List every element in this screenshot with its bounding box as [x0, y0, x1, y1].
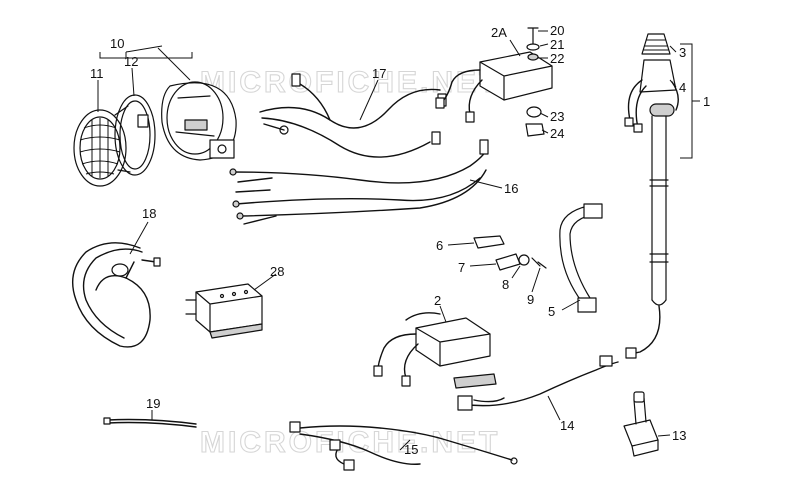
wiring-harness-15: [289, 421, 518, 471]
leader-17: [359, 79, 379, 121]
callout-11: 11: [90, 66, 104, 81]
screw-9: [531, 257, 547, 269]
callout-21: 21: [550, 37, 564, 52]
nut-24: [525, 123, 545, 137]
callout-24: 24: [550, 126, 564, 141]
leader-15: [399, 439, 411, 451]
switch-assembly: [624, 33, 679, 359]
leader-8: [511, 265, 521, 279]
callout-8: 8: [502, 277, 509, 292]
callout-6: 6: [436, 238, 443, 253]
watermark-bottom: MICROFICHE.NET: [200, 426, 500, 459]
leader-6: [447, 242, 475, 246]
bracket-1: [680, 43, 700, 159]
callout-16: 16: [504, 181, 518, 196]
callout-20: 20: [550, 23, 564, 38]
callout-22: 22: [550, 51, 564, 66]
wiring-harness-16: [229, 139, 489, 225]
callout-9: 9: [527, 292, 534, 307]
callout-13: 13: [672, 428, 686, 443]
cable-14: [457, 355, 619, 411]
callout-10: 10: [110, 36, 124, 51]
washer-21: [526, 43, 540, 51]
callout-3: 3: [679, 45, 686, 60]
leader-10b: [157, 47, 191, 81]
leader-24: [541, 129, 549, 134]
bracket-10: [99, 45, 193, 59]
leader-23: [539, 112, 549, 118]
clip-7: [495, 253, 521, 271]
leader-13: [657, 434, 671, 437]
callout-5: 5: [548, 304, 555, 319]
bracket-5: [559, 203, 603, 313]
callout-1: 1: [703, 94, 710, 109]
callout-2: 2: [434, 293, 441, 308]
callout-14: 14: [560, 418, 574, 433]
callout-28: 28: [270, 264, 284, 279]
callout-4: 4: [679, 80, 686, 95]
callout-23: 23: [550, 109, 564, 124]
callout-19: 19: [146, 396, 160, 411]
leader-2a: [509, 39, 521, 57]
wiring-harness-18: [72, 242, 161, 348]
wiring-harness-17: [259, 73, 447, 158]
callout-17: 17: [372, 66, 386, 81]
leader-2: [439, 305, 447, 323]
leader-9: [531, 267, 541, 293]
headlight-rim: [114, 94, 156, 176]
leader-4: [669, 79, 677, 88]
leader-21: [539, 43, 549, 47]
control-unit-28: [185, 283, 263, 339]
leader-3: [669, 45, 677, 53]
callout-12: 12: [124, 54, 138, 69]
callout-15: 15: [404, 442, 418, 457]
grommet-23: [526, 106, 542, 118]
toggle-switch-13: [623, 391, 659, 457]
leader-18: [129, 221, 149, 255]
leader-16: [469, 179, 503, 189]
grommet-22: [527, 53, 539, 61]
leader-14: [547, 395, 561, 421]
cap-3: [641, 33, 671, 55]
leader-5: [561, 299, 581, 311]
callout-7: 7: [458, 260, 465, 275]
wire-19: [103, 417, 197, 428]
headlight-shell: [161, 81, 237, 161]
unit-2: [373, 312, 497, 389]
leader-12: [131, 67, 135, 97]
leader-7: [469, 263, 497, 267]
leader-28: [253, 273, 277, 291]
callout-2a: 2A: [491, 25, 507, 40]
callout-18: 18: [142, 206, 156, 221]
clip-8: [518, 254, 530, 266]
screw-20: [527, 27, 539, 45]
relay-2a: [435, 51, 553, 123]
clip-6: [473, 235, 505, 249]
watermark-top: MICROFICHE.NET: [200, 66, 500, 99]
headlight-lens: [73, 109, 127, 187]
